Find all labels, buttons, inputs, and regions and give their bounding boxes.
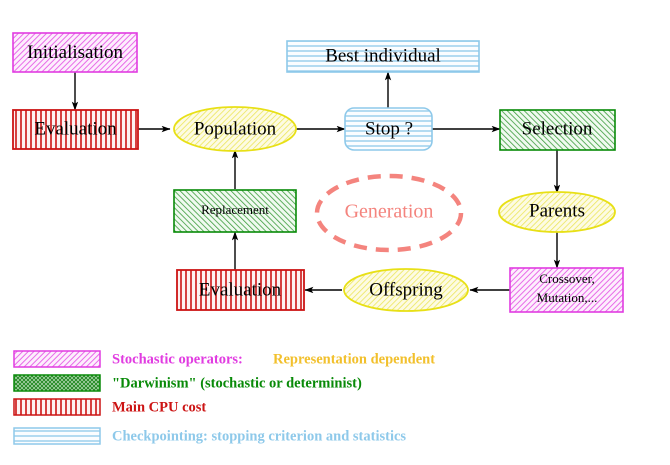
connectors [71,71,561,294]
legend-swatch-checkpoint [13,427,101,445]
legend-label-checkpoint: Checkpointing: stopping criterion and st… [112,428,406,444]
node-generation-label: Generation [345,201,434,223]
legend-row-darwinism: "Darwinism" (stochastic or determinist) [13,374,362,392]
node-selection[interactable]: Selection [499,109,616,151]
node-evaluation-top-label: Evaluation [34,118,117,139]
node-best-individual[interactable]: Best individual [286,40,480,73]
node-replacement[interactable]: Replacement [173,189,297,233]
node-initialisation-label: Initialisation [27,42,124,63]
node-best-individual-label: Best individual [325,45,441,66]
node-variation-line2-label: Mutation,... [537,290,598,305]
node-evaluation-top[interactable]: Evaluation [12,109,139,150]
legend-label-cpu: Main CPU cost [112,399,206,415]
legend-label-representation: Representation dependent [273,351,435,367]
node-stop-label: Stop ? [365,118,413,139]
node-selection-label: Selection [522,118,593,139]
node-replacement-label: Replacement [201,202,269,217]
legend-swatch-cpu [13,398,101,416]
legend-label-stochastic: Stochastic operators: [112,351,243,367]
node-generation: Generation [314,173,464,253]
legend-swatch-stochastic [13,350,101,368]
legend-row-cpu: Main CPU cost [13,398,206,416]
legend: Stochastic operators: Representation dep… [13,350,435,445]
node-stop[interactable]: Stop ? [344,107,433,151]
node-initialisation[interactable]: Initialisation [12,32,138,73]
node-parents[interactable]: Parents [498,191,616,233]
node-population[interactable]: Population [173,106,297,152]
node-variation-line1-label: Crossover, [539,271,594,286]
node-evaluation-bottom[interactable]: Evaluation [176,269,305,311]
node-offspring-label: Offspring [369,279,443,300]
legend-row-stochastic: Stochastic operators: Representation dep… [13,350,435,368]
legend-row-checkpoint: Checkpointing: stopping criterion and st… [13,427,406,445]
node-evaluation-bottom-label: Evaluation [199,279,282,300]
node-variation-operators[interactable]: Crossover, Mutation,... [509,267,624,313]
legend-label-darwinism: "Darwinism" (stochastic or determinist) [112,375,362,391]
legend-swatch-darwinism [13,374,101,392]
node-parents-label: Parents [529,200,585,221]
node-population-label: Population [194,118,277,139]
node-offspring[interactable]: Offspring [343,268,469,312]
